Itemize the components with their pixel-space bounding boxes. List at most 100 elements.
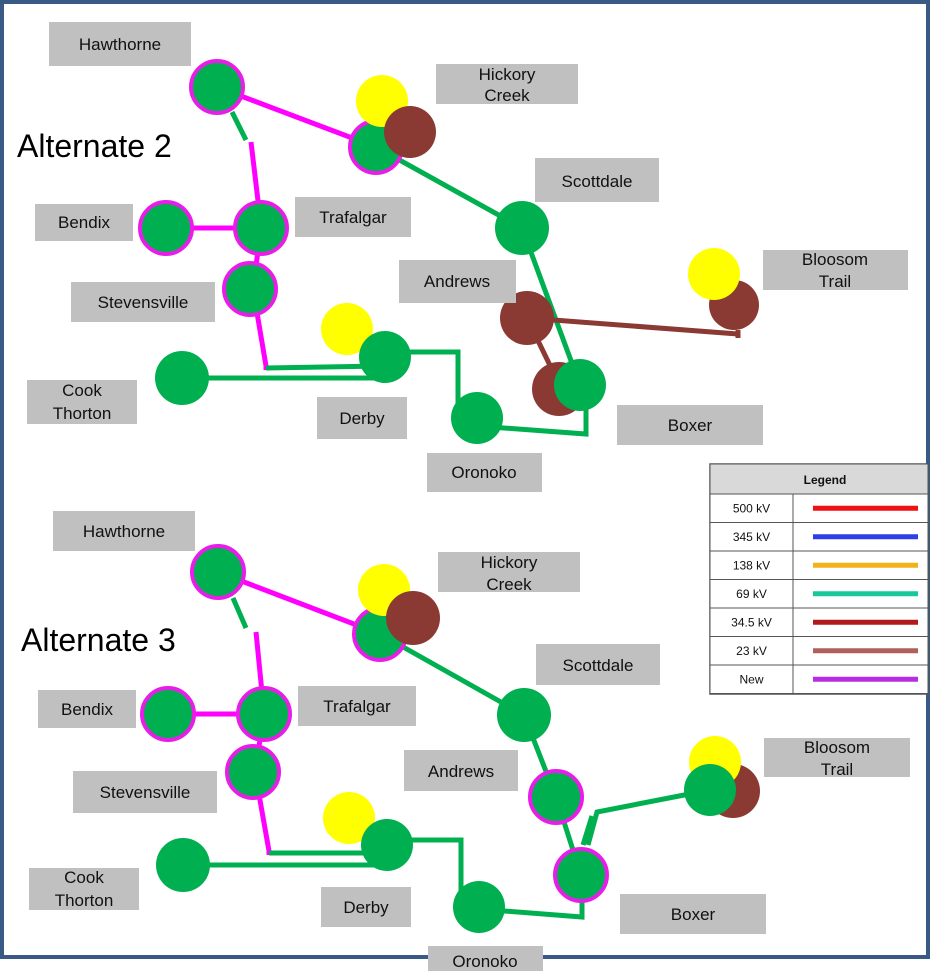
alt2-label-bendix: Bendix bbox=[35, 204, 133, 241]
svg-text:Hickory: Hickory bbox=[479, 65, 536, 84]
svg-text:Hickory: Hickory bbox=[481, 553, 538, 572]
alternate-3-panel: Alternate 3 bbox=[21, 511, 910, 971]
svg-text:Andrews: Andrews bbox=[428, 762, 494, 781]
alt2-sub-derby bbox=[359, 331, 411, 383]
alt3-line-hawthorne-stub bbox=[230, 597, 249, 629]
alternate-3-title: Alternate 3 bbox=[21, 622, 176, 658]
svg-text:Hawthorne: Hawthorne bbox=[79, 35, 161, 54]
svg-text:Bendix: Bendix bbox=[58, 213, 110, 232]
alt3-sub-scottdale bbox=[497, 688, 551, 742]
alt2-label-hawthorne: Hawthorne bbox=[49, 22, 191, 66]
legend-label: 34.5 kV bbox=[731, 615, 772, 629]
alt2-line-hawthorne-hickory bbox=[216, 84, 377, 150]
alt2-label-derby: Derby bbox=[317, 397, 407, 439]
alt2-substations bbox=[138, 59, 759, 444]
alt3-substations bbox=[140, 544, 760, 933]
svg-text:Creek: Creek bbox=[486, 575, 532, 594]
alt3-label-scottdale: Scottdale bbox=[536, 644, 660, 685]
alt3-line-boxer-stub bbox=[580, 815, 595, 846]
alt3-label-hawthorne: Hawthorne bbox=[53, 511, 195, 551]
alt3-sub-bendix bbox=[140, 686, 196, 742]
alt2-sub-scottdale bbox=[495, 201, 549, 255]
svg-text:Hawthorne: Hawthorne bbox=[83, 522, 165, 541]
svg-text:Derby: Derby bbox=[343, 898, 389, 917]
svg-text:Scottdale: Scottdale bbox=[563, 656, 634, 675]
alt3-line-hawthorne-hickory bbox=[217, 569, 381, 637]
legend-header bbox=[709, 463, 929, 495]
legend-label-cell bbox=[709, 636, 794, 666]
alt3-sub-andrews bbox=[528, 769, 584, 825]
alt2-label-boxer: Boxer bbox=[617, 405, 763, 445]
alt2-sub-stevensville bbox=[222, 261, 278, 317]
alt3-sub-trafalgar bbox=[236, 686, 292, 742]
alt2-label-bloosom-trail: Bloosom Trail bbox=[763, 250, 908, 291]
alt2-label-trafalgar: Trafalgar bbox=[295, 197, 411, 237]
svg-text:Oronoko: Oronoko bbox=[451, 463, 516, 482]
alt3-sub-cook-thorton bbox=[156, 838, 210, 892]
svg-text:Trail: Trail bbox=[821, 760, 853, 779]
svg-text:Stevensville: Stevensville bbox=[100, 783, 191, 802]
alt2-line-andrews-bloosom bbox=[526, 315, 739, 337]
alt3-sub-stevensville bbox=[225, 744, 281, 800]
legend-label: 69 kV bbox=[736, 587, 767, 601]
svg-text:Oronoko: Oronoko bbox=[452, 952, 517, 971]
legend-title: Legend bbox=[804, 473, 847, 487]
legend-label: 500 kV bbox=[733, 501, 770, 515]
alt3-sub-hawthorne bbox=[190, 544, 246, 600]
alt3-label-boxer: Boxer bbox=[620, 894, 766, 934]
svg-text:Trafalgar: Trafalgar bbox=[319, 208, 387, 227]
alt2-label-hickory-creek: Hickory Creek bbox=[436, 64, 578, 105]
legend-label: 138 kV bbox=[733, 558, 770, 572]
alt3-label-trafalgar: Trafalgar bbox=[298, 686, 416, 726]
alt3-sub-oronoko bbox=[453, 881, 505, 933]
svg-text:Derby: Derby bbox=[339, 409, 385, 428]
svg-text:Bloosom: Bloosom bbox=[802, 250, 868, 269]
alt3-labels: Hawthorne Hickory Creek Scottdale Bendix… bbox=[29, 511, 910, 971]
alt3-label-stevensville: Stevensville bbox=[73, 771, 217, 813]
alt2-label-stevensville: Stevensville bbox=[71, 282, 215, 322]
alt3-label-derby: Derby bbox=[321, 887, 411, 927]
alt3-label-andrews: Andrews bbox=[404, 750, 518, 791]
alt2-sub-boxer bbox=[554, 359, 606, 411]
alt3-sub-derby bbox=[361, 819, 413, 871]
legend-label-cell bbox=[709, 550, 794, 580]
svg-text:Creek: Creek bbox=[484, 86, 530, 105]
alt2-sub-trafalgar bbox=[233, 200, 289, 256]
svg-text:Bloosom: Bloosom bbox=[804, 738, 870, 757]
alt2-sub-bendix bbox=[138, 200, 194, 256]
legend-label-cell bbox=[709, 664, 794, 694]
alt2-label-andrews: Andrews bbox=[399, 260, 516, 303]
alt2-sub-cook-thorton bbox=[155, 351, 209, 405]
alt3-marker-derby-yellow bbox=[323, 792, 375, 844]
svg-text:Bendix: Bendix bbox=[61, 700, 113, 719]
alt3-sub-boxer bbox=[553, 847, 609, 903]
alt2-label-oronoko: Oronoko bbox=[427, 453, 542, 492]
alt2-sub-hawthorne bbox=[189, 59, 245, 115]
alt2-label-cook-thorton: Cook Thorton bbox=[27, 380, 137, 424]
legend-rows: 500 kV 345 kV 138 kV 69 kV 34.5 kV 23 kV New bbox=[709, 493, 929, 694]
alt2-line-hawthorne-stub bbox=[229, 110, 249, 142]
alt3-label-hickory-creek: Hickory Creek bbox=[438, 552, 580, 594]
alt2-marker-hickory-brown bbox=[384, 106, 436, 158]
svg-text:Boxer: Boxer bbox=[671, 905, 716, 924]
svg-text:Trail: Trail bbox=[819, 272, 851, 291]
legend-label: New bbox=[739, 672, 763, 686]
legend-label-cell bbox=[709, 579, 794, 609]
alt2-label-scottdale: Scottdale bbox=[535, 158, 659, 202]
alt3-label-bloosom-trail: Bloosom Trail bbox=[764, 738, 910, 779]
alt2-sub-oronoko bbox=[451, 392, 503, 444]
alt3-marker-hickory-brown bbox=[386, 591, 440, 645]
legend-label: 345 kV bbox=[733, 530, 770, 544]
alt2-sub-andrews bbox=[500, 291, 554, 345]
alt2-marker-bloosom-yellow bbox=[688, 248, 740, 300]
svg-text:Cook: Cook bbox=[62, 381, 102, 400]
legend-label-cell bbox=[709, 607, 794, 637]
svg-text:Trafalgar: Trafalgar bbox=[323, 697, 391, 716]
alt3-sub-bloosom-trail bbox=[684, 764, 736, 816]
legend-label: 23 kV bbox=[736, 644, 767, 658]
svg-text:Boxer: Boxer bbox=[668, 416, 713, 435]
alt2-labels: Hawthorne Hickory Creek Scottdale Bendix… bbox=[27, 22, 908, 492]
svg-text:Thorton: Thorton bbox=[55, 891, 114, 910]
svg-text:Thorton: Thorton bbox=[53, 404, 112, 423]
